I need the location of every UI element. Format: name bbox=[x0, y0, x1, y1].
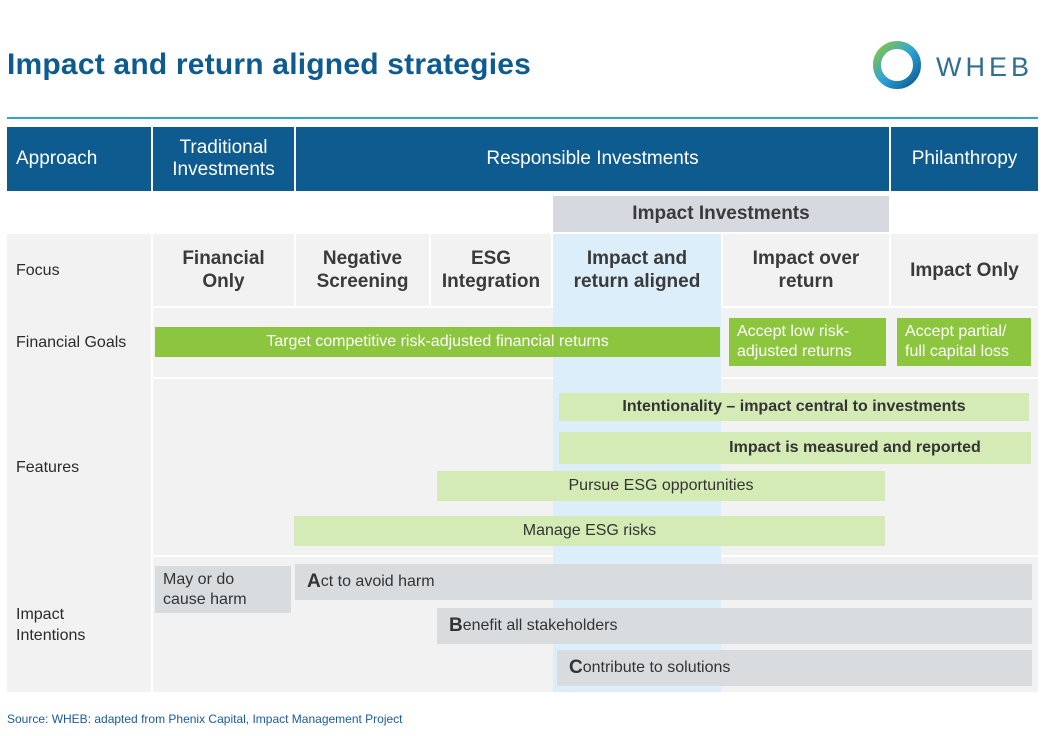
focus-impact-over-return: Impact over return bbox=[723, 234, 889, 306]
focus-negative-screening: Negative Screening bbox=[296, 234, 429, 306]
feature-measured: Impact is measured and reported bbox=[559, 432, 1031, 464]
row-label-features: Features bbox=[16, 458, 80, 476]
feature-manage-esg: Manage ESG risks bbox=[294, 516, 885, 546]
title-rule bbox=[7, 117, 1038, 119]
source-note: Source: WHEB: adapted from Phenix Capita… bbox=[7, 712, 403, 726]
focus-esg-integration: ESG Integration bbox=[431, 234, 551, 306]
goal-accept-partial: Accept partial/ full capital loss bbox=[897, 318, 1031, 366]
intention-may-cause-harm: May or do cause harm bbox=[155, 566, 291, 613]
feature-intentionality: Intentionality – impact central to inves… bbox=[559, 393, 1029, 421]
header-traditional: Traditional Investments bbox=[153, 127, 294, 191]
row-label-focus: Focus bbox=[16, 261, 60, 279]
wheb-logo-text: WHEB bbox=[936, 52, 1033, 82]
wheb-logo: WHEB bbox=[870, 40, 1040, 90]
impact-investments-label: Impact Investments bbox=[553, 196, 889, 232]
header-philanthropy: Philanthropy bbox=[891, 127, 1038, 191]
header-responsible: Responsible Investments bbox=[296, 127, 889, 191]
wheb-ring-logo-icon bbox=[873, 41, 921, 89]
row-label-column bbox=[7, 234, 151, 692]
header-approach: Approach bbox=[7, 127, 151, 191]
goal-target-competitive: Target competitive risk-adjusted financi… bbox=[155, 327, 720, 357]
feature-pursue-esg: Pursue ESG opportunities bbox=[437, 471, 885, 501]
row-label-impact-intentions: Impact Intentions bbox=[16, 605, 86, 644]
page-title: Impact and return aligned strategies bbox=[7, 48, 531, 81]
row-label-financial-goals: Financial Goals bbox=[16, 334, 127, 351]
goal-accept-low: Accept low risk-adjusted returns bbox=[729, 318, 886, 366]
focus-impact-only: Impact Only bbox=[891, 234, 1038, 306]
focus-impact-return-aligned: Impact and return aligned bbox=[573, 248, 701, 292]
focus-financial-only: Financial Only bbox=[153, 234, 294, 306]
